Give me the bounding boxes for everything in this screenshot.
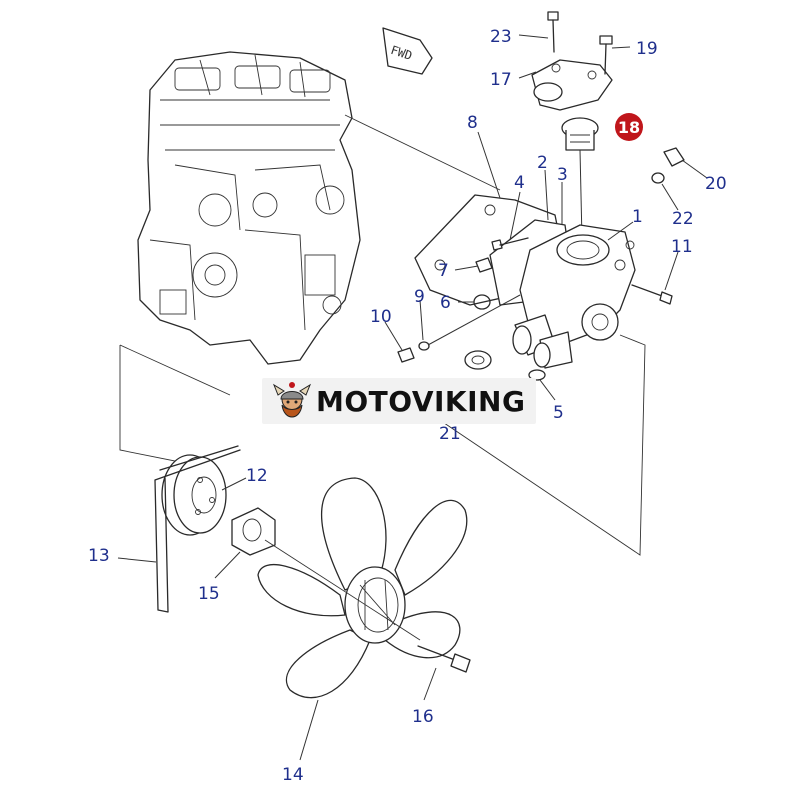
plug-7 [475, 257, 493, 273]
callout-3: 3 [557, 165, 568, 185]
callout-2: 2 [537, 153, 548, 173]
callout-11: 11 [671, 237, 693, 257]
bolt-4 [491, 237, 529, 251]
engine-block [137, 51, 361, 365]
fan-pulley [161, 454, 227, 536]
bolt-19 [599, 35, 613, 75]
callout-labels: 1 2 3 4 5 6 7 8 9 10 11 12 13 14 15 16 1… [88, 27, 727, 785]
callout-13: 13 [88, 546, 110, 566]
callout-18: 18 [618, 118, 640, 137]
callout-10: 10 [370, 307, 392, 327]
bolt-11 [631, 284, 673, 305]
sensor-20 [663, 147, 685, 167]
gasket-21 [464, 350, 492, 370]
viking-mascot-icon [272, 382, 312, 418]
callout-17: 17 [490, 70, 512, 90]
fan-bolt [417, 645, 471, 673]
callout-16: 16 [412, 707, 434, 727]
callout-4: 4 [514, 173, 525, 193]
callout-20: 20 [705, 174, 727, 194]
callout-12: 12 [246, 466, 268, 486]
washer-9 [418, 294, 521, 351]
callout-14: 14 [282, 765, 304, 785]
callout-1: 1 [632, 207, 643, 227]
leader-lines [117, 34, 708, 761]
callout-9: 9 [414, 287, 425, 307]
thermostat-cover [531, 59, 613, 111]
callout-6: 6 [440, 293, 451, 313]
water-pump [512, 224, 636, 369]
plug-10 [397, 347, 415, 363]
bolt-23 [547, 11, 559, 53]
brand-name: MOTOVIKING [316, 384, 526, 418]
callout-7: 7 [438, 261, 449, 281]
brand-watermark: MOTOVIKING [262, 378, 536, 424]
cooling-fan [257, 477, 468, 699]
callout-19: 19 [636, 39, 658, 59]
fwd-tag-label: FWD [389, 43, 414, 63]
callout-21: 21 [439, 424, 461, 444]
fan-spacer [231, 507, 276, 556]
callout-8: 8 [467, 113, 478, 133]
v-belt [154, 445, 241, 613]
callout-5: 5 [553, 403, 564, 423]
callout-23: 23 [490, 27, 512, 47]
thermostat [561, 117, 599, 241]
washer-22 [651, 172, 665, 184]
callout-18-badge: 18 [615, 113, 643, 141]
fwd-tag: FWD [382, 27, 433, 75]
callout-15: 15 [198, 584, 220, 604]
clamp-5 [528, 369, 546, 381]
callout-22: 22 [672, 209, 694, 229]
